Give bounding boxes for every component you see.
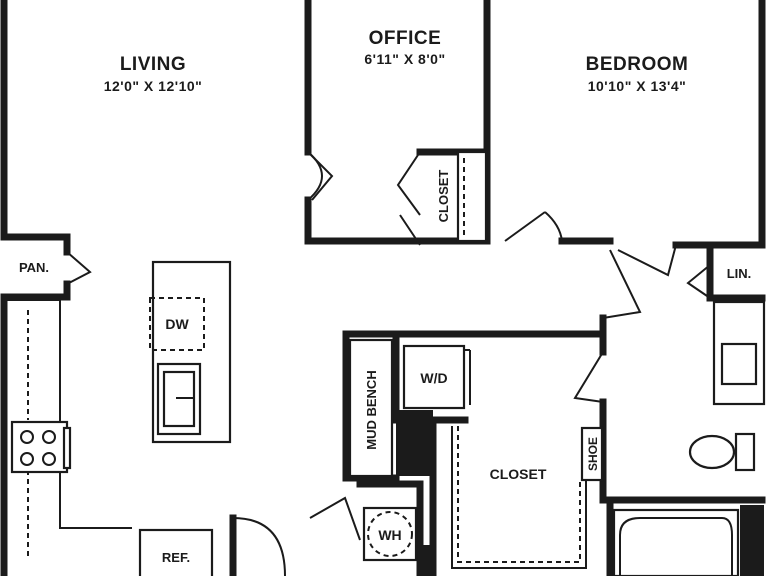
toilet-bowl <box>688 434 736 470</box>
shoe-label: SHOE <box>586 437 600 471</box>
dishwasher-label: DW <box>165 316 189 332</box>
washer-dryer-label: W/D <box>420 370 447 386</box>
office-closet-label: CLOSET <box>436 170 451 223</box>
water-heater <box>362 506 418 562</box>
office-dims: 6'11" X 8'0" <box>364 51 445 67</box>
bedroom-dims: 10'10" X 13'4" <box>588 78 687 94</box>
room-labels: LIVING 12'0" X 12'10" OFFICE 6'11" X 8'0… <box>19 28 751 565</box>
closet-label: CLOSET <box>490 466 547 482</box>
refrigerator <box>138 528 214 576</box>
stove <box>10 420 69 474</box>
mud-bench-label: MUD BENCH <box>364 370 379 449</box>
linen-label: LIN. <box>727 266 752 281</box>
pantry-label: PAN. <box>19 260 49 275</box>
doors <box>66 151 711 576</box>
shoe-shelf <box>580 426 604 482</box>
mud-bench <box>348 338 394 478</box>
washer-dryer <box>402 344 466 410</box>
toilet-tank <box>734 432 756 472</box>
living-dims: 12'0" X 12'10" <box>104 78 203 94</box>
dishwasher-outline <box>149 297 205 351</box>
wall-solids <box>396 410 764 576</box>
office-name: OFFICE <box>369 28 442 49</box>
water-heater-label: WH <box>378 527 401 543</box>
refrigerator-label: REF. <box>162 550 190 565</box>
living-name: LIVING <box>120 54 186 75</box>
fixtures <box>4 150 766 576</box>
bedroom-name: BEDROOM <box>586 54 689 75</box>
bathtub <box>612 508 740 576</box>
